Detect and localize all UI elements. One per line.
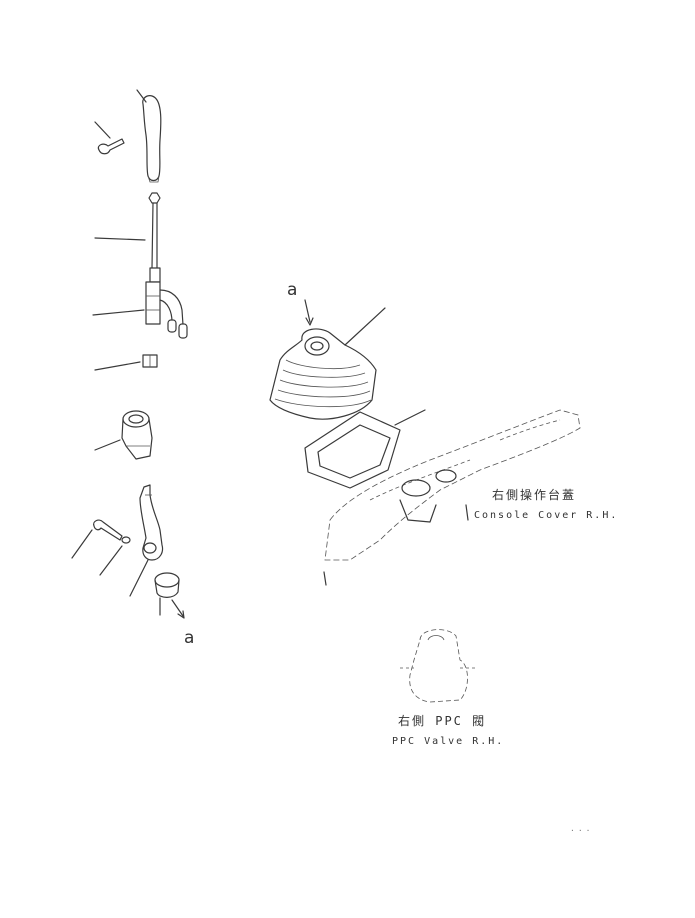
set-screw — [94, 121, 125, 155]
lever-rod — [94, 192, 161, 283]
callout-a-top: a — [287, 280, 298, 300]
leader-line-screw — [94, 121, 111, 139]
leader-line-washer — [99, 545, 123, 576]
drawing-code: ... — [570, 824, 594, 833]
leader-line-holder — [94, 439, 121, 451]
lever-knob — [136, 89, 162, 183]
lever-cap — [129, 559, 185, 619]
leader-line-bracket — [129, 559, 149, 597]
leader-line-nut — [94, 361, 141, 371]
lever-bracket — [139, 484, 164, 561]
leader-line-rod — [94, 237, 146, 241]
arrow-a-top — [304, 299, 311, 323]
ppc-valve-label-en: PPC Valve R.H. — [392, 736, 505, 747]
arrow-a-bottom — [171, 599, 184, 617]
switch-assembly — [92, 281, 188, 339]
leader-line-bolt — [71, 529, 93, 559]
callout-a-bottom: a — [184, 628, 195, 648]
leader-line-boot — [344, 307, 386, 346]
ppc-valve-outline — [400, 629, 475, 703]
lever-boot — [269, 299, 386, 420]
bolt-and-washer — [71, 519, 131, 576]
console-cover-label-jp: 右側操作台蓋 — [492, 488, 577, 502]
console-cover-outline — [323, 409, 581, 586]
console-cover-label-en: Console Cover R.H. — [474, 510, 619, 521]
leader-line-knob — [136, 89, 147, 103]
leader-line-switch — [92, 309, 145, 316]
ppc-valve-label-jp: 右側 PPC 閥 — [398, 714, 487, 728]
leader-line-plate — [394, 409, 426, 426]
lever-nut — [94, 354, 158, 371]
boot-retainer-plate — [304, 409, 426, 489]
lever-holder — [94, 410, 153, 460]
